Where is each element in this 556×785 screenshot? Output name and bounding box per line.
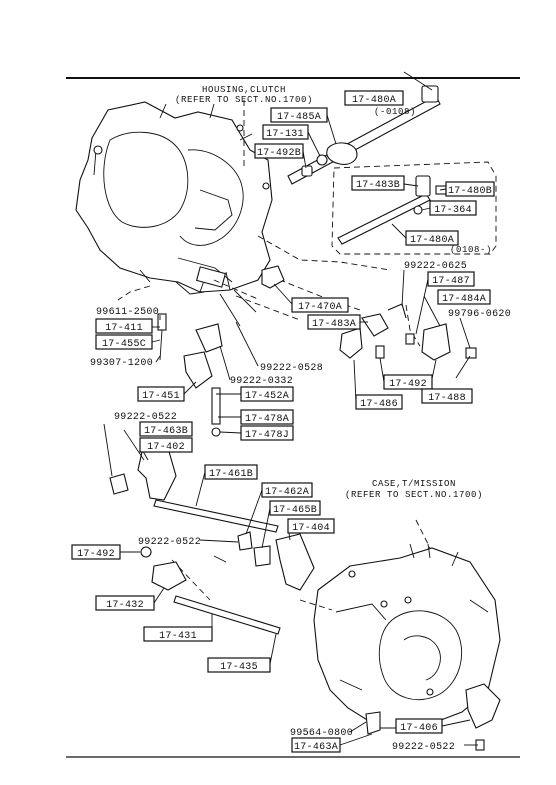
selector-mid-parts — [157, 265, 477, 437]
number-99222-0522-c: 99222-0522 — [392, 742, 455, 753]
label-17-461B: 17-461B — [209, 469, 253, 480]
standard-part-numbers: 99222-0625 99796-0620 99611-2500 99307-1… — [90, 261, 511, 753]
number-99564-0800: 99564-0800 — [290, 728, 353, 739]
label-17-452A: 17-452A — [245, 391, 289, 402]
inset-box — [331, 161, 497, 255]
label-17-478A: 17-478A — [245, 414, 289, 425]
number-99222-0522-b: 99222-0522 — [138, 537, 201, 548]
number-99796-0620: 99796-0620 — [448, 309, 511, 320]
caption-housing-clutch: HOUSING,CLUTCH — [202, 85, 286, 95]
label-17-435: 17-435 — [220, 662, 258, 673]
number-99307-1200: 99307-1200 — [90, 358, 153, 369]
label-17-431: 17-431 — [159, 631, 197, 642]
note-0108-plus: (0108-) — [450, 245, 492, 255]
label-17-406: 17-406 — [400, 723, 438, 734]
shift-rod-upper-assembly — [287, 85, 447, 245]
label-17-486: 17-486 — [360, 399, 398, 410]
label-17-480A-top: 17-480A — [352, 95, 396, 106]
leader-lines — [120, 71, 478, 746]
label-17-470A: 17-470A — [298, 302, 342, 313]
shift-fork-lower-assembly — [103, 423, 501, 751]
captions: HOUSING,CLUTCH (REFER TO SECT.NO.1700) C… — [175, 85, 492, 500]
label-17-462A: 17-462A — [265, 487, 309, 498]
label-17-455C: 17-455C — [102, 339, 146, 350]
label-17-478J: 17-478J — [245, 430, 289, 441]
number-99222-0625: 99222-0625 — [404, 261, 467, 272]
label-17-404: 17-404 — [292, 523, 330, 534]
label-17-485A: 17-485A — [277, 112, 321, 123]
note-minus-0108: (-0108) — [374, 107, 416, 117]
label-17-463A: 17-463A — [294, 742, 338, 753]
label-17-411: 17-411 — [105, 323, 143, 334]
label-17-364: 17-364 — [434, 205, 472, 216]
caption-case-refer: (REFER TO SECT.NO.1700) — [345, 490, 483, 500]
number-99222-0332: 99222-0332 — [230, 376, 293, 387]
label-17-465B: 17-465B — [273, 505, 317, 516]
number-99611-2500: 99611-2500 — [96, 307, 159, 318]
transmission-case-illustration — [313, 543, 501, 729]
label-17-463B: 17-463B — [144, 426, 188, 437]
label-17-487: 17-487 — [432, 276, 470, 287]
label-17-492-mid: 17-492 — [389, 379, 427, 390]
label-17-484A: 17-484A — [442, 294, 486, 305]
label-17-488: 17-488 — [428, 393, 466, 404]
number-99222-0528: 99222-0528 — [260, 363, 323, 374]
label-17-492-left: 17-492 — [77, 549, 115, 560]
label-17-131: 17-131 — [266, 129, 304, 140]
caption-case-tmission: CASE,T/MISSION — [372, 479, 456, 489]
label-17-402: 17-402 — [147, 442, 185, 453]
part-labels: 17-480A 17-485A 17-131 17-492B 17-483B 1… — [71, 90, 495, 753]
label-17-483A: 17-483A — [312, 319, 356, 330]
label-17-432: 17-432 — [106, 600, 144, 611]
number-99222-0522-a: 99222-0522 — [114, 412, 177, 423]
caption-housing-refer: (REFER TO SECT.NO.1700) — [175, 95, 313, 105]
label-17-451: 17-451 — [142, 391, 180, 402]
label-17-480B: 17-480B — [448, 186, 492, 197]
clutch-housing-illustration — [75, 101, 273, 295]
label-17-483B: 17-483B — [356, 180, 400, 191]
label-17-480A-inset: 17-480A — [410, 235, 454, 246]
label-17-492B: 17-492B — [257, 148, 301, 159]
